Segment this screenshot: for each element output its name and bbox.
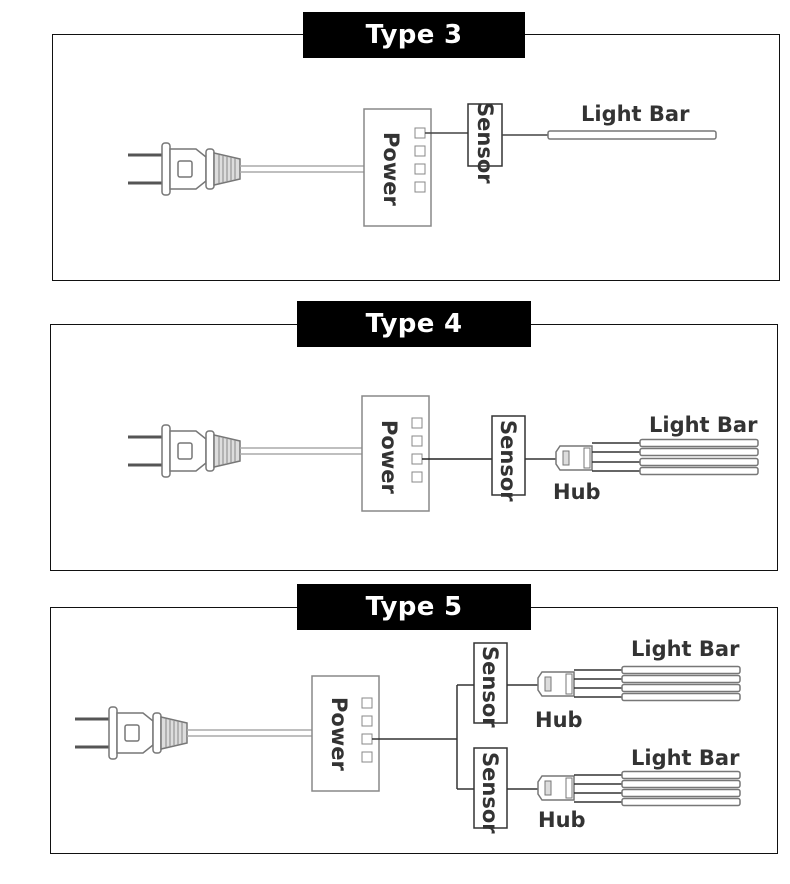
light-bar-label: Light Bar xyxy=(631,746,740,770)
light-bar xyxy=(621,683,741,693)
sensor-label: Sensor xyxy=(496,420,520,502)
light-bar-label: Light Bar xyxy=(649,413,758,437)
light-bar xyxy=(547,130,717,140)
sensor-label: Sensor xyxy=(478,646,502,728)
light-bar xyxy=(621,674,741,684)
sensor-box xyxy=(473,642,508,724)
hub-wires xyxy=(592,442,640,472)
sensor-label: Sensor xyxy=(478,752,502,834)
type-3-diagram: Power Sensor Light Bar xyxy=(126,102,717,227)
light-bar xyxy=(639,457,759,467)
type-5-diagram: Power Sensor Hub Light Bar Sensor Hub xyxy=(73,637,741,834)
hub-label: Hub xyxy=(553,480,601,504)
hub-label: Hub xyxy=(535,708,583,732)
type-5-title: Type 5 xyxy=(297,584,531,630)
branch-wire xyxy=(372,684,474,790)
hub-label: Hub xyxy=(538,808,586,832)
light-bar xyxy=(639,447,759,457)
power-cord xyxy=(187,729,312,737)
light-bar xyxy=(621,692,741,702)
type-4-title: Type 4 xyxy=(297,301,531,347)
power-label: Power xyxy=(327,697,351,771)
type-5-title-text: Type 5 xyxy=(365,592,463,622)
sensor-box xyxy=(467,103,503,167)
hub-icon xyxy=(537,775,575,801)
light-bar xyxy=(621,788,741,798)
sensor-box xyxy=(473,747,508,829)
light-bar xyxy=(621,770,741,780)
light-bar-label: Light Bar xyxy=(631,637,740,661)
type-4-diagram: Power Sensor Hub Light Bar xyxy=(126,395,759,512)
power-plug-icon xyxy=(126,423,242,479)
power-label: Power xyxy=(377,420,401,494)
power-cord xyxy=(240,165,364,173)
hub-wires xyxy=(574,669,622,698)
power-plug-icon xyxy=(73,705,189,761)
light-bar xyxy=(621,665,741,675)
type-3-title-text: Type 3 xyxy=(365,20,463,50)
light-bar-label: Light Bar xyxy=(581,102,690,126)
type-3-title: Type 3 xyxy=(303,12,525,58)
light-bar xyxy=(621,797,741,807)
sensor-label: Sensor xyxy=(473,102,497,184)
power-label: Power xyxy=(379,132,403,206)
power-cord xyxy=(240,447,362,455)
power-plug-icon xyxy=(126,141,242,197)
light-bar xyxy=(621,779,741,789)
hub-wires xyxy=(574,774,622,803)
hub-icon xyxy=(537,671,575,697)
sensor-box xyxy=(491,415,526,496)
light-bar xyxy=(639,466,759,476)
light-bar xyxy=(639,438,759,448)
type-4-title-text: Type 4 xyxy=(365,309,463,339)
hub-icon xyxy=(555,445,593,471)
